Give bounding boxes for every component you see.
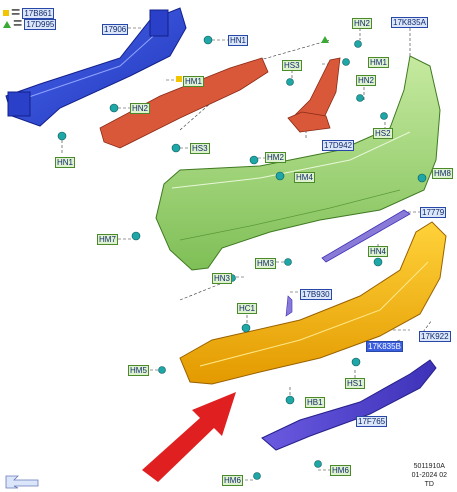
callout-hm5[interactable]: HM5 xyxy=(128,365,149,376)
callout-hs1[interactable]: HS1 xyxy=(345,378,365,389)
callout-17k922[interactable]: 17K922 xyxy=(419,331,451,342)
callout-hs3[interactable]: HS3 xyxy=(190,143,210,154)
square-icon xyxy=(3,10,9,16)
callout-hm7[interactable]: HM7 xyxy=(97,234,118,245)
callout-hs2[interactable]: HS2 xyxy=(373,128,393,139)
callout-17906[interactable]: 17906 xyxy=(102,24,129,35)
legend-code: 17D995 xyxy=(24,18,57,30)
callout-hn4[interactable]: HN4 xyxy=(368,246,389,257)
legend-triangle-marker xyxy=(321,36,329,43)
moulding-strip xyxy=(321,209,411,263)
callout-hn2[interactable]: HN2 xyxy=(130,103,151,114)
corner-arrow-icon xyxy=(5,475,39,489)
callout-hm2[interactable]: HM2 xyxy=(265,152,286,163)
drawing-date: 01-2024 02 xyxy=(411,472,447,479)
callout-hm1[interactable]: HM1 xyxy=(368,57,389,68)
fasteners xyxy=(57,35,427,480)
callout-17k835a[interactable]: 17K835A xyxy=(391,17,428,28)
callout-17d942[interactable]: 17D942 xyxy=(322,140,355,151)
callout-hs3[interactable]: HS3 xyxy=(282,60,302,71)
drawing-reference: 5011910A 01-2024 02 TD xyxy=(412,462,447,489)
lower-bumper xyxy=(179,221,447,385)
legend-code: 17B861 xyxy=(22,7,54,19)
front-arrow-icon xyxy=(142,392,236,482)
callout-hc1[interactable]: HC1 xyxy=(237,303,258,314)
reinforcement-beam xyxy=(5,7,187,127)
callout-hb1[interactable]: HB1 xyxy=(305,397,325,408)
callout-hn1[interactable]: HN1 xyxy=(55,157,76,168)
callout-hm8[interactable]: HM8 xyxy=(432,168,453,179)
callout-17f765[interactable]: 17F765 xyxy=(356,416,388,427)
legend-item: = 17B861 xyxy=(3,4,54,22)
drawing-author: TD xyxy=(424,481,434,488)
sensor-bracket xyxy=(285,295,293,317)
drawing-number: 5011910A xyxy=(413,463,445,470)
diffuser xyxy=(261,359,437,451)
legend-square-marker xyxy=(176,76,182,82)
triangle-icon xyxy=(3,20,11,28)
callout-17k835b[interactable]: 17K835B xyxy=(366,341,403,352)
callout-hm4[interactable]: HM4 xyxy=(294,172,315,183)
legend-item: = 17D995 xyxy=(3,15,57,33)
callout-hm3[interactable]: HM3 xyxy=(255,258,276,269)
callout-17b930[interactable]: 17B930 xyxy=(300,289,332,300)
bumper-cover xyxy=(155,55,441,271)
callout-17779[interactable]: 17779 xyxy=(420,207,447,218)
callout-hm6[interactable]: HM6 xyxy=(330,465,351,476)
callout-hn2[interactable]: HN2 xyxy=(356,75,377,86)
callout-hm1[interactable]: HM1 xyxy=(183,76,204,87)
callout-hn1[interactable]: HN1 xyxy=(228,35,249,46)
callout-hn3[interactable]: HN3 xyxy=(212,273,233,284)
callout-hn2[interactable]: HN2 xyxy=(352,18,373,29)
callout-hm6[interactable]: HM6 xyxy=(222,475,243,486)
